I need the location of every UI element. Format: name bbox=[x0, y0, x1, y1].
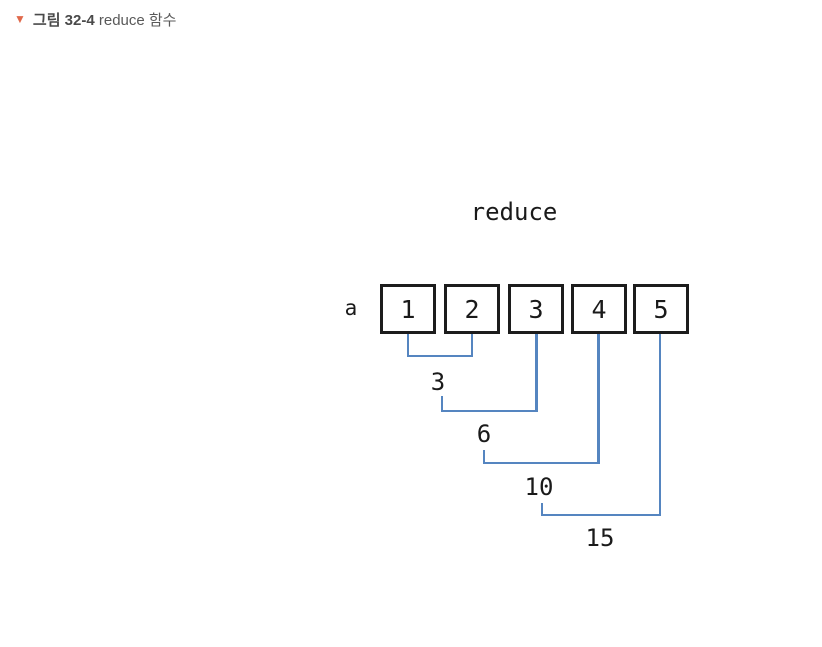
figure-number-label: 그림 32-4 bbox=[32, 12, 95, 29]
array-cell: 1 bbox=[380, 284, 436, 334]
figure-caption: ▼ 그림 32-4 reduce 함수 bbox=[14, 11, 177, 30]
array-name-label: a bbox=[344, 296, 358, 320]
array-cell: 4 bbox=[571, 284, 627, 334]
connector-bracket-3 bbox=[483, 450, 598, 464]
partial-sum-label: 3 bbox=[430, 368, 446, 396]
connector-line-from-cell-4 bbox=[597, 334, 600, 464]
connector-bracket-1 bbox=[407, 334, 473, 357]
connector-line-from-cell-3 bbox=[535, 334, 538, 412]
connector-bracket-4 bbox=[541, 503, 660, 516]
array-cell: 2 bbox=[444, 284, 500, 334]
partial-sum-label: 15 bbox=[585, 524, 615, 552]
connector-line-from-cell-5 bbox=[658, 334, 661, 516]
partial-sum-label: 10 bbox=[524, 473, 554, 501]
figure-title-text: reduce 함수 bbox=[94, 12, 177, 29]
array-cell: 3 bbox=[508, 284, 564, 334]
partial-sum-label: 6 bbox=[476, 420, 492, 448]
caption-triangle-icon: ▼ bbox=[14, 12, 26, 26]
connector-bracket-2 bbox=[441, 396, 537, 412]
array-cell: 5 bbox=[633, 284, 689, 334]
diagram-title: reduce bbox=[470, 198, 558, 226]
